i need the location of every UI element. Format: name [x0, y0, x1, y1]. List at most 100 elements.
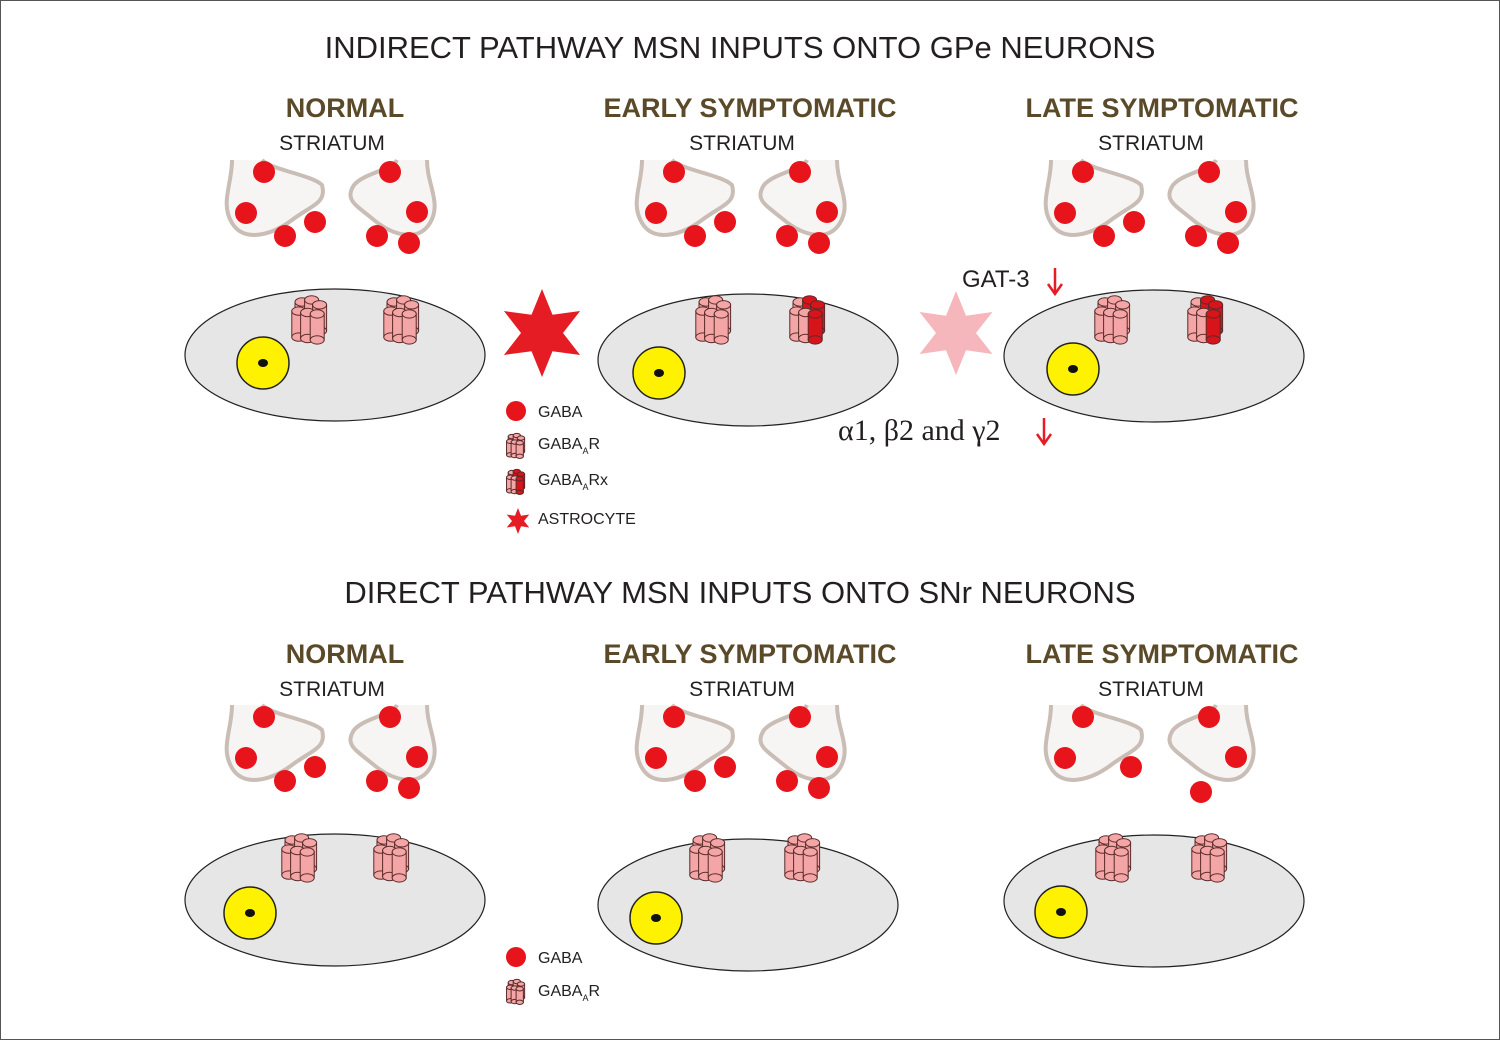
- gaba-molecule: [714, 211, 736, 233]
- nucleolus: [651, 914, 661, 922]
- gaba-molecule: [1120, 756, 1142, 778]
- gaba-molecule: [379, 706, 401, 728]
- receptor-subunit-top: [401, 309, 417, 319]
- receptor-subunit-top: [805, 838, 821, 848]
- receptor-subunit-base: [802, 873, 818, 883]
- gat3-decrease-arrow-icon: [1046, 268, 1064, 297]
- striatum-label-normal-top: STRIATUM: [279, 132, 385, 155]
- receptor-subunit-top: [1116, 838, 1132, 848]
- receptor-early-top-2-modified: [789, 295, 826, 345]
- gaba-molecule: [1190, 781, 1212, 803]
- receptor-subunit-top: [1112, 309, 1128, 319]
- gaba-molecule: [235, 202, 257, 224]
- receptor-subunit-top: [1115, 300, 1131, 310]
- receptor-normal-top-2: [383, 295, 420, 345]
- receptor-subunit-base: [707, 873, 723, 883]
- legend-top: GABA GABAAR GABAARx ASTROCYTE: [506, 401, 636, 534]
- receptor-subunit-top: [807, 309, 823, 319]
- receptor-subunit-top: [710, 838, 726, 848]
- legend-gaba-icon: [506, 401, 526, 421]
- subunits-label: α1, β2 and γ2: [838, 414, 1001, 447]
- legend-receptor-glyph: [506, 432, 526, 459]
- gaba-molecule: [304, 756, 326, 778]
- gaba-molecule: [776, 770, 798, 792]
- nucleolus: [1056, 908, 1066, 916]
- neuron-bodies: [184, 288, 1305, 972]
- receptor-subunit-top: [312, 300, 328, 310]
- gaba-molecule: [1072, 706, 1094, 728]
- legend-gabaarx-icon: [506, 468, 526, 495]
- receptor-normal-bottom-1: [281, 833, 318, 883]
- receptor-late-top-1: [1094, 295, 1131, 345]
- receptor-subunit-base: [299, 873, 315, 883]
- receptor-subunit-top: [713, 309, 729, 319]
- receptor-normal-bottom-2: [373, 833, 410, 883]
- astrocyte-faded-icon: [919, 291, 993, 375]
- gaba-molecules: [235, 161, 1247, 803]
- receptor-subunit-base: [515, 489, 524, 495]
- gaba-molecule: [398, 777, 420, 799]
- gaba-molecule: [379, 161, 401, 183]
- gaba-molecule: [808, 232, 830, 254]
- striatum-label-normal-bottom: STRIATUM: [279, 678, 385, 701]
- gaba-molecule: [1054, 747, 1076, 769]
- gaba-molecule: [789, 706, 811, 728]
- receptor-subunit-top: [1209, 847, 1225, 857]
- gaba-molecule: [714, 756, 736, 778]
- receptor-early-bottom-2: [784, 833, 821, 883]
- receptor-subunit-top: [309, 309, 325, 319]
- gaba-molecule: [1185, 225, 1207, 247]
- receptor-late-top-2-modified: [1187, 295, 1224, 345]
- astrocyte-active-icon: [503, 289, 581, 377]
- nucleolus: [258, 359, 268, 367]
- receptor-subunit-top: [716, 300, 732, 310]
- legend-gabaar-label: GABAAR: [538, 436, 600, 456]
- neuron-body: [1003, 834, 1305, 968]
- gaba-molecule: [406, 746, 428, 768]
- gaba-molecule: [1217, 232, 1239, 254]
- gaba-set-late-top: [1054, 161, 1247, 254]
- gaba-molecule: [253, 706, 275, 728]
- legend-astrocyte-label: ASTROCYTE: [538, 511, 636, 528]
- receptor-subunit-top: [1212, 838, 1228, 848]
- neuron-body: [1003, 289, 1305, 423]
- receptor-subunit-base: [515, 453, 524, 459]
- receptor-subunit-base: [309, 335, 325, 345]
- striatum-label-late-bottom: STRIATUM: [1098, 678, 1204, 701]
- receptor-subunit-top: [302, 838, 318, 848]
- receptor-late-bottom-2: [1191, 833, 1228, 883]
- gaba-molecule: [663, 706, 685, 728]
- receptor-subunit-top: [404, 300, 420, 310]
- neuron-body: [184, 288, 486, 422]
- gaba-set-early-top: [645, 161, 838, 254]
- gaba-molecule: [1198, 161, 1220, 183]
- gaba-molecule: [253, 161, 275, 183]
- gaba-molecule: [1225, 746, 1247, 768]
- receptor-subunit-base: [1205, 335, 1221, 345]
- receptor-subunit-top: [515, 440, 524, 446]
- gaba-molecule: [645, 747, 667, 769]
- receptor-subunit-top: [1113, 847, 1129, 857]
- gaba-set-normal-bottom: [235, 706, 428, 799]
- receptor-subunit-top: [802, 847, 818, 857]
- receptor-subunit-top: [1205, 309, 1221, 319]
- receptor-subunit-top: [394, 838, 410, 848]
- gaba-molecule: [808, 777, 830, 799]
- gaba-set-late-bottom: [1054, 706, 1247, 803]
- gaba-molecule: [816, 201, 838, 223]
- legend-receptor-mod-glyph: [506, 468, 526, 495]
- gaba-set-early-bottom: [645, 706, 838, 799]
- receptor-subunit-top: [707, 847, 723, 857]
- gaba-molecule: [366, 770, 388, 792]
- gaba-molecule: [304, 211, 326, 233]
- gaba-molecule: [1123, 211, 1145, 233]
- gaba-molecule: [776, 225, 798, 247]
- gaba-molecule: [366, 225, 388, 247]
- neuron-late-top: [1003, 289, 1305, 423]
- striatum-label-early-top: STRIATUM: [689, 132, 795, 155]
- legend-bottom: GABA GABAAR: [506, 947, 600, 1005]
- legend-receptor-glyph-bottom: [506, 978, 526, 1005]
- gaba-molecule: [1054, 202, 1076, 224]
- legend-gaba-label: GABA: [538, 404, 583, 421]
